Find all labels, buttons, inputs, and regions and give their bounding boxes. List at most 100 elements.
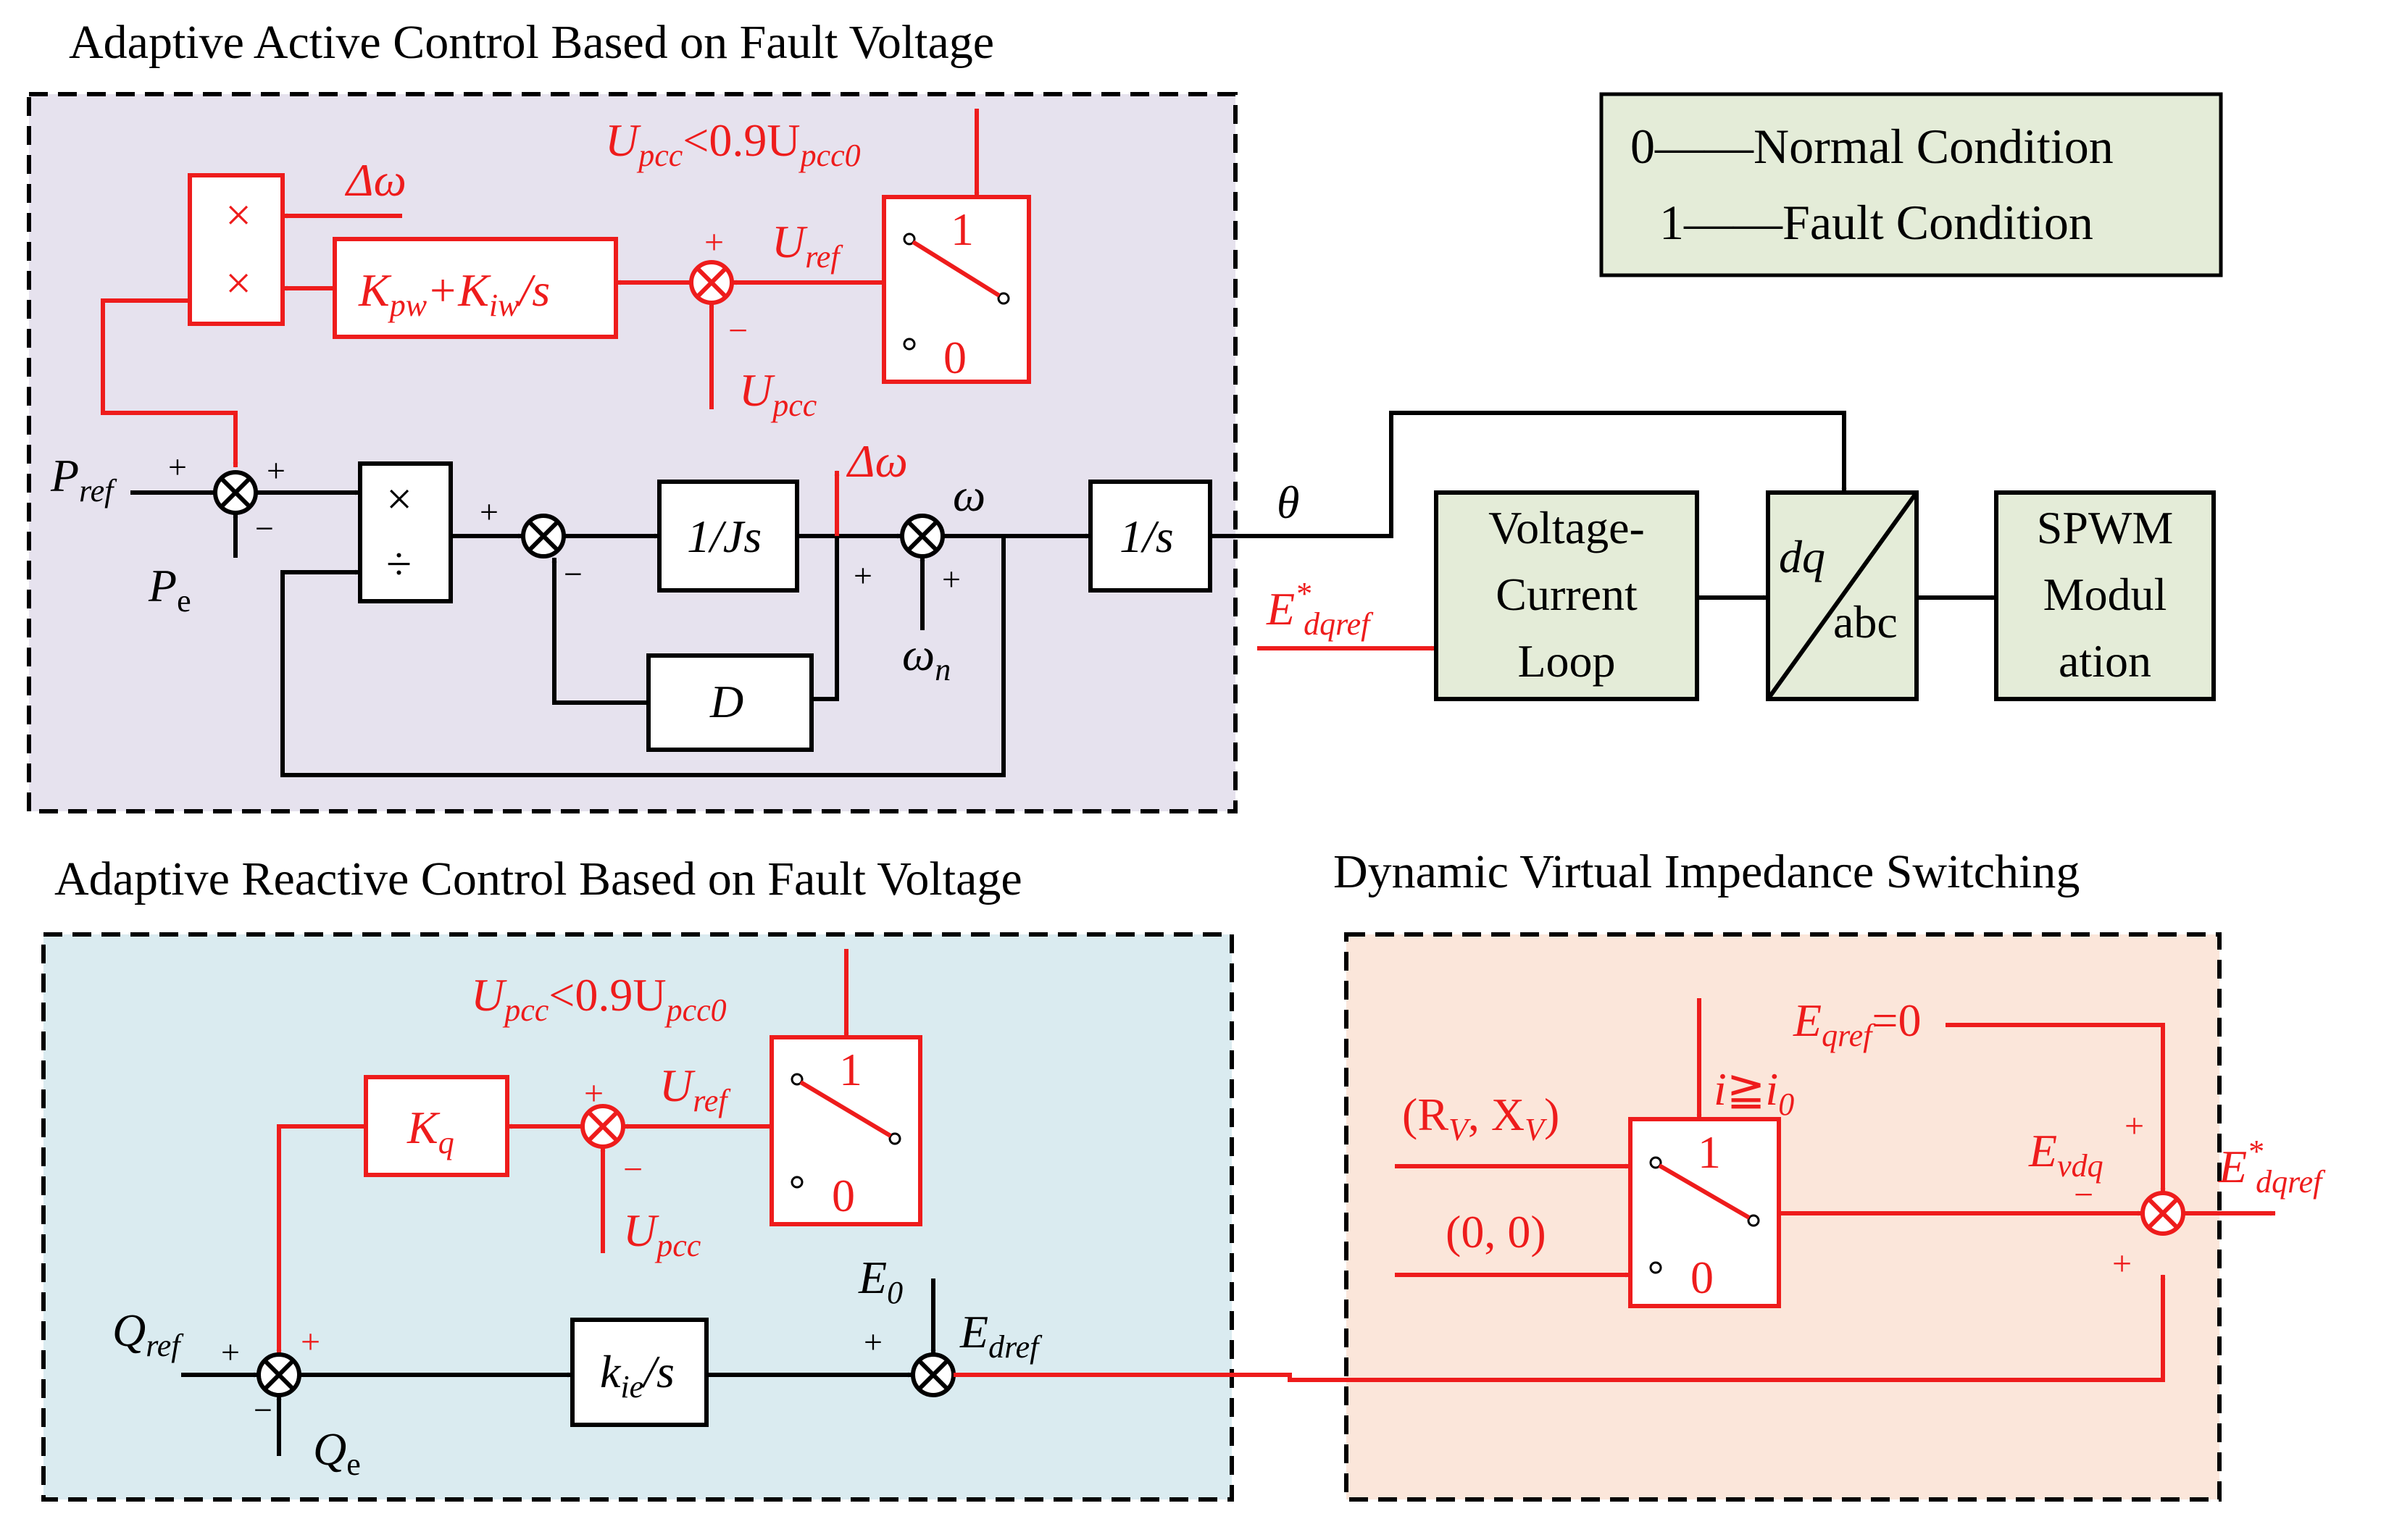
edqref-output-label: E*dqref [2218, 1134, 2326, 1200]
svg-text:Voltage-: Voltage- [1488, 502, 1645, 553]
omega-sum-plus-bottom: + [942, 561, 961, 598]
active-control-title: Adaptive Active Control Based on Fault V… [69, 16, 994, 69]
out-sum-plus-bottom: + [2112, 1244, 2132, 1283]
eqref-label: Eqref=0 [1793, 995, 1921, 1053]
reactive-upcc-label: Upcc [623, 1205, 701, 1263]
active-pi-block: Kpw+Kiw/s [333, 237, 618, 339]
svg-text:dq: dq [1779, 531, 1825, 582]
reactive-uref-label: Uref [659, 1060, 731, 1118]
delta-omega-tap-label: Δω [846, 435, 908, 487]
active-fault-condition: Upcc<0.9Upcc0 [605, 114, 861, 173]
evdq-label: Evdq [2028, 1125, 2103, 1184]
mul-div-block: × ÷ [358, 461, 453, 603]
svg-text:0: 0 [1690, 1252, 1714, 1303]
svg-text:1/Js: 1/Js [687, 511, 762, 562]
svg-text:×: × [386, 473, 412, 524]
pe-label: Pe [148, 560, 191, 619]
edref-label: Edref [959, 1306, 1043, 1365]
qsum-plus-top: + [301, 1323, 320, 1361]
omega-sum [900, 514, 945, 558]
damping-tap-wire [812, 536, 839, 701]
impedance-switch: 1 0 [1628, 1117, 1781, 1308]
reactive-control-title: Adaptive Reactive Control Based on Fault… [54, 853, 1022, 905]
damping-feedback-wire [551, 557, 649, 705]
qsum-minus: − [254, 1392, 272, 1428]
svg-text:×: × [225, 189, 251, 240]
theta-wire [1210, 411, 1847, 538]
svg-text:0: 0 [832, 1170, 855, 1221]
sum2-plus: + [480, 493, 499, 530]
esum-plus: + [864, 1323, 883, 1360]
reactive-voltage-sum [580, 1104, 625, 1149]
svg-text:1: 1 [1698, 1126, 1721, 1178]
psum-plus-left: + [168, 448, 187, 485]
svg-text:Kq: Kq [406, 1102, 454, 1160]
svg-text:0: 0 [943, 332, 967, 383]
legend-normal: 0——Normal Condition [1630, 119, 2114, 174]
qe-label: Qe [313, 1423, 361, 1482]
active-uref-label: Uref [772, 216, 843, 275]
psum-minus: − [255, 510, 274, 547]
reactive-fault-condition: Upcc<0.9Upcc0 [471, 969, 727, 1028]
svg-text:Modul: Modul [2043, 569, 2167, 620]
eqref-wire [1946, 1023, 2166, 1194]
torque-sum [521, 514, 566, 558]
legend: 0——Normal Condition 1——Fault Condition [1599, 92, 2223, 277]
reactive-sum-minus: − [623, 1150, 643, 1189]
active-sum-plus: + [704, 223, 724, 261]
omega-feedback-wire [280, 536, 1006, 777]
out-sum-minus: − [2074, 1176, 2093, 1214]
svg-text:abc: abc [1833, 596, 1898, 648]
inertia-block: 1/Js [657, 480, 799, 593]
pref-label: Pref [50, 450, 117, 509]
omega-n-label: ωn [902, 629, 951, 687]
out-sum-plus-top: + [2124, 1107, 2144, 1145]
voltage-current-loop-block: Voltage- Current Loop [1434, 490, 1699, 701]
dq-abc-transform-block: dq abc [1766, 490, 1919, 701]
voltage-amplitude-sum [911, 1352, 956, 1397]
output-voltage-sum [2140, 1191, 2185, 1236]
svg-text:SPWM: SPWM [2037, 502, 2174, 553]
svg-text:1: 1 [839, 1044, 862, 1095]
active-voltage-sum [689, 260, 734, 305]
svg-text:Current: Current [1496, 569, 1638, 620]
impedance-switching-title: Dynamic Virtual Impedance Switching [1333, 845, 2080, 898]
qref-label: Qref [112, 1305, 184, 1363]
psum-plus-top: + [267, 452, 285, 489]
svg-text:×: × [225, 257, 251, 309]
e0-label: E0 [858, 1252, 903, 1310]
svg-text:kie/s: kie/s [600, 1346, 675, 1405]
reactive-power-sum [257, 1352, 301, 1397]
svg-text:1: 1 [951, 204, 974, 255]
svg-text:Kpw+Kiw/s: Kpw+Kiw/s [358, 264, 550, 323]
zero-pair-label: (0, 0) [1446, 1206, 1546, 1257]
omega-sum-plus-left: + [854, 557, 872, 594]
active-mult-to-psum-wire [101, 298, 238, 468]
sum2-minus: − [564, 556, 583, 593]
svg-text:÷: ÷ [386, 538, 412, 590]
edqref-input-label: E*dqref [1266, 576, 1374, 642]
svg-text:ation: ation [2059, 635, 2151, 687]
svg-text:1/s: 1/s [1119, 511, 1174, 562]
theta-label: θ [1277, 477, 1299, 528]
damping-block: D [646, 653, 814, 752]
svg-text:D: D [709, 676, 743, 727]
power-sum [213, 470, 258, 515]
legend-fault: 1——Fault Condition [1659, 195, 2093, 250]
angle-integrator-block: 1/s [1088, 480, 1212, 593]
active-mode-switch: 1 0 [882, 195, 1031, 384]
svg-text:Loop: Loop [1517, 635, 1615, 687]
reactive-mode-switch: 1 0 [770, 1035, 922, 1226]
kq-gain-block: Kq [364, 1075, 509, 1177]
rv-xv-label: (RV, XV) [1402, 1089, 1559, 1147]
active-upcc-label: Upcc [739, 364, 817, 423]
qsum-plus-left: + [221, 1334, 240, 1370]
current-condition-label: i≧i0 [1714, 1063, 1794, 1122]
spwm-modulation-block: SPWM Modul ation [1994, 490, 2216, 701]
active-multiplier-block: × × [188, 173, 285, 326]
impedance-switching-region [1344, 932, 2222, 1502]
edref-to-output-sum-wire [954, 1274, 2166, 1382]
active-sum-minus: − [728, 311, 748, 350]
kie-integrator-block: kie/s [570, 1318, 709, 1427]
